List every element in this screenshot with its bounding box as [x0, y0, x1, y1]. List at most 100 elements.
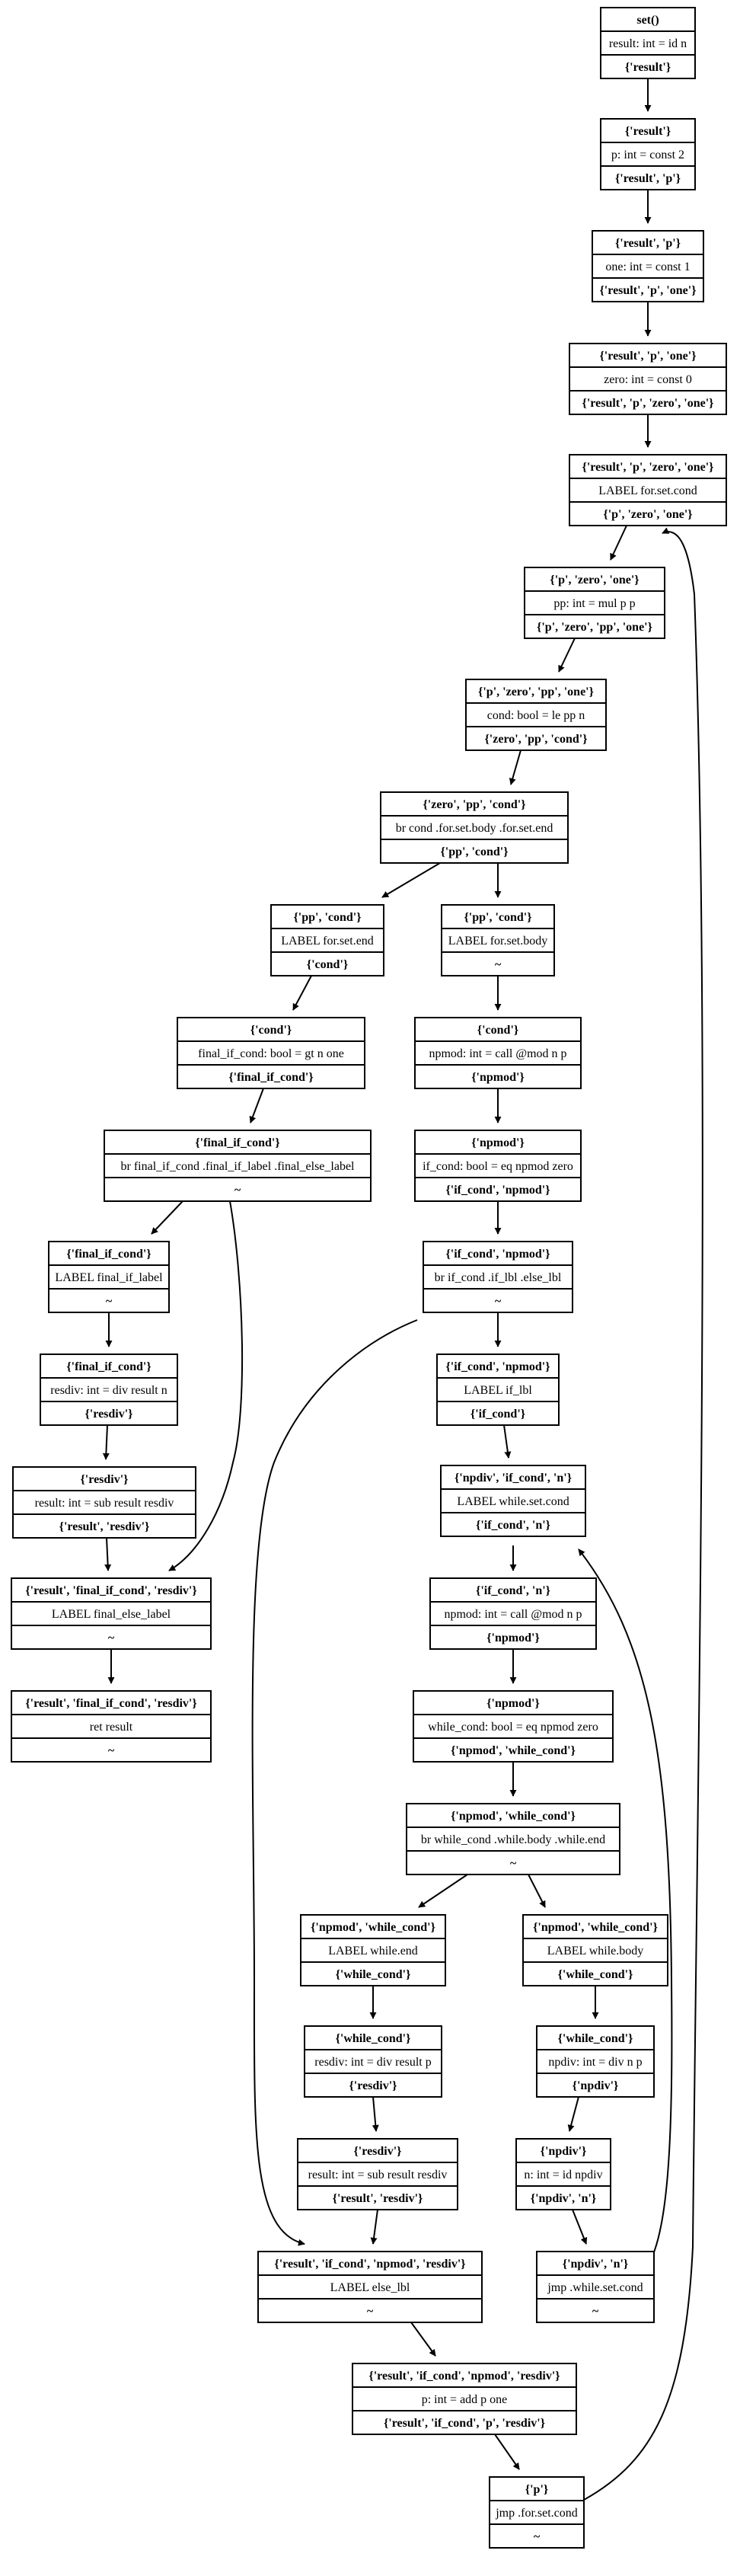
cfg-node: {'result'}p: int = const 2{'result', 'p'… — [600, 118, 696, 190]
node-live-out: {'result', 'p', 'zero', 'one'} — [582, 397, 714, 410]
node-live-out: {'while_cond'} — [558, 1968, 633, 1981]
node-box — [465, 679, 607, 751]
edge-arrow — [168, 1200, 244, 1571]
edge-arrow — [610, 525, 627, 561]
node-instruction: result: int = id n — [609, 37, 687, 50]
node-live-in: {'cond'} — [477, 1024, 518, 1037]
node-live-out: {'result', 'if_cond', 'p', 'resdiv'} — [384, 2417, 545, 2430]
cfg-node: {'if_cond', 'n'}npmod: int = call @mod n… — [429, 1577, 597, 1650]
node-live-in: {'zero', 'pp', 'cond'} — [423, 798, 526, 811]
cfg-node: {'final_if_cond'}LABEL final_if_label~ — [48, 1241, 170, 1313]
node-live-in: {'result', 'if_cond', 'npmod', 'resdiv'} — [368, 2370, 560, 2383]
cfg-node: {'pp', 'cond'}LABEL for.set.end{'cond'} — [270, 904, 384, 976]
node-instruction: LABEL final_if_label — [55, 1271, 163, 1284]
node-live-in: {'result', 'final_if_cond', 'resdiv'} — [25, 1697, 196, 1710]
edge-arrow — [583, 527, 703, 2501]
node-box — [569, 343, 727, 415]
node-live-out: {'while_cond'} — [336, 1968, 411, 1981]
node-box — [104, 1130, 372, 1202]
node-instruction: if_cond: bool = eq npmod zero — [423, 1160, 573, 1173]
node-instruction: LABEL else_lbl — [330, 2281, 410, 2294]
node-live-out: ~ — [495, 958, 502, 971]
edge-arrow — [567, 2096, 579, 2132]
node-box — [600, 118, 696, 190]
node-box — [177, 1017, 365, 1089]
cfg-node: {'while_cond'}resdiv: int = div result p… — [304, 2025, 442, 2098]
cfg-node: {'p', 'zero', 'one'}pp: int = mul p p{'p… — [524, 567, 665, 639]
node-box — [300, 1914, 446, 1986]
cfg-node: {'result', 'p', 'zero', 'one'}LABEL for.… — [569, 454, 727, 526]
node-instruction: LABEL final_else_label — [52, 1608, 171, 1621]
node-live-out: ~ — [234, 1184, 241, 1197]
node-instruction: jmp .for.set.cond — [495, 2507, 578, 2520]
node-live-out: {'result', 'p', 'one'} — [600, 284, 697, 297]
node-instruction: br final_if_cond .final_if_label .final_… — [121, 1160, 356, 1173]
cfg-node: set()result: int = id n{'result'} — [600, 7, 696, 79]
node-instruction: br if_cond .if_lbl .else_lbl — [435, 1271, 562, 1284]
node-instruction: LABEL while.set.cond — [457, 1495, 569, 1508]
node-live-in: {'pp', 'cond'} — [293, 911, 361, 924]
node-instruction: LABEL if_lbl — [464, 1384, 532, 1397]
node-live-out: {'if_cond'} — [470, 1408, 525, 1421]
node-box — [414, 1130, 582, 1202]
node-live-in: {'p'} — [525, 2483, 548, 2496]
cfg-node: {'if_cond', 'npmod'}LABEL if_lbl{'if_con… — [436, 1354, 560, 1426]
node-live-in: {'final_if_cond'} — [66, 1248, 151, 1261]
node-instruction: LABEL while.body — [547, 1945, 644, 1958]
node-live-out: {'npdiv', 'n'} — [531, 2192, 596, 2205]
node-instruction: npmod: int = call @mod n p — [429, 1047, 566, 1060]
edge-arrow — [528, 1874, 546, 1908]
node-live-in: {'p', 'zero', 'pp', 'one'} — [478, 686, 594, 698]
node-box — [12, 1466, 196, 1539]
node-box — [429, 1577, 597, 1650]
edge-arrow — [410, 2322, 436, 2357]
node-instruction: p: int = const 2 — [611, 149, 684, 161]
cfg-node: {'final_if_cond'}resdiv: int = div resul… — [40, 1354, 178, 1426]
cfg-node: {'result', 'p', 'one'}zero: int = const … — [569, 343, 727, 415]
node-instruction: zero: int = const 0 — [604, 373, 692, 386]
cfg-node: {'npdiv', 'if_cond', 'n'}LABEL while.set… — [440, 1465, 586, 1537]
node-box — [413, 1690, 614, 1763]
node-live-in: {'while_cond'} — [336, 2032, 411, 2045]
node-live-out: {'if_cond', 'npmod'} — [445, 1184, 550, 1197]
node-live-in: {'pp', 'cond'} — [464, 911, 531, 924]
cfg-node: {'final_if_cond'}br final_if_cond .final… — [104, 1130, 372, 1202]
node-instruction: LABEL for.set.cond — [598, 484, 697, 497]
edge-arrow — [151, 1200, 183, 1235]
node-live-in: {'npdiv', 'n'} — [563, 2258, 628, 2271]
cfg-node: {'result', 'p'}one: int = const 1{'resul… — [592, 230, 704, 302]
node-box — [406, 1803, 620, 1875]
node-live-out: ~ — [534, 2530, 541, 2543]
node-instruction: final_if_cond: bool = gt n one — [198, 1047, 344, 1060]
node-live-out: {'cond'} — [307, 958, 348, 971]
cfg-node: {'npmod'}while_cond: bool = eq npmod zer… — [413, 1690, 614, 1763]
cfg-node: {'result', 'final_if_cond', 'resdiv'}ret… — [11, 1690, 212, 1763]
node-live-out: {'npmod'} — [471, 1071, 525, 1084]
node-box — [48, 1241, 170, 1313]
node-live-in: {'npmod', 'while_cond'} — [311, 1921, 435, 1934]
edge-arrow — [558, 638, 576, 673]
node-live-in: {'npdiv'} — [541, 2145, 587, 2158]
node-live-out: {'npmod', 'while_cond'} — [451, 1744, 576, 1757]
node-instruction: p: int = add p one — [422, 2393, 508, 2406]
edge-arrow — [249, 1088, 264, 1123]
node-live-in: set() — [636, 14, 659, 27]
node-live-out: {'resdiv'} — [349, 2079, 397, 2092]
edge-arrow — [104, 1537, 112, 1571]
node-live-in: {'npmod'} — [486, 1697, 540, 1710]
node-instruction: cond: bool = le pp n — [487, 709, 585, 722]
edge-arrow — [102, 1424, 110, 1460]
node-box — [522, 1914, 668, 1986]
node-instruction: br while_cond .while.body .while.end — [421, 1833, 605, 1846]
node-instruction: br cond .for.set.body .for.set.end — [396, 822, 553, 835]
node-live-out: ~ — [495, 1295, 502, 1308]
cfg-node: {'pp', 'cond'}LABEL for.set.body~ — [441, 904, 555, 976]
edge-arrow — [251, 1319, 418, 2246]
node-box — [524, 567, 665, 639]
node-instruction: jmp .while.set.cond — [547, 2281, 643, 2294]
node-box — [569, 454, 727, 526]
node-live-out: {'result', 'p'} — [615, 172, 681, 185]
cfg-node: {'npmod', 'while_cond'}LABEL while.body{… — [522, 1914, 668, 1986]
node-live-out: {'npmod'} — [486, 1632, 540, 1644]
